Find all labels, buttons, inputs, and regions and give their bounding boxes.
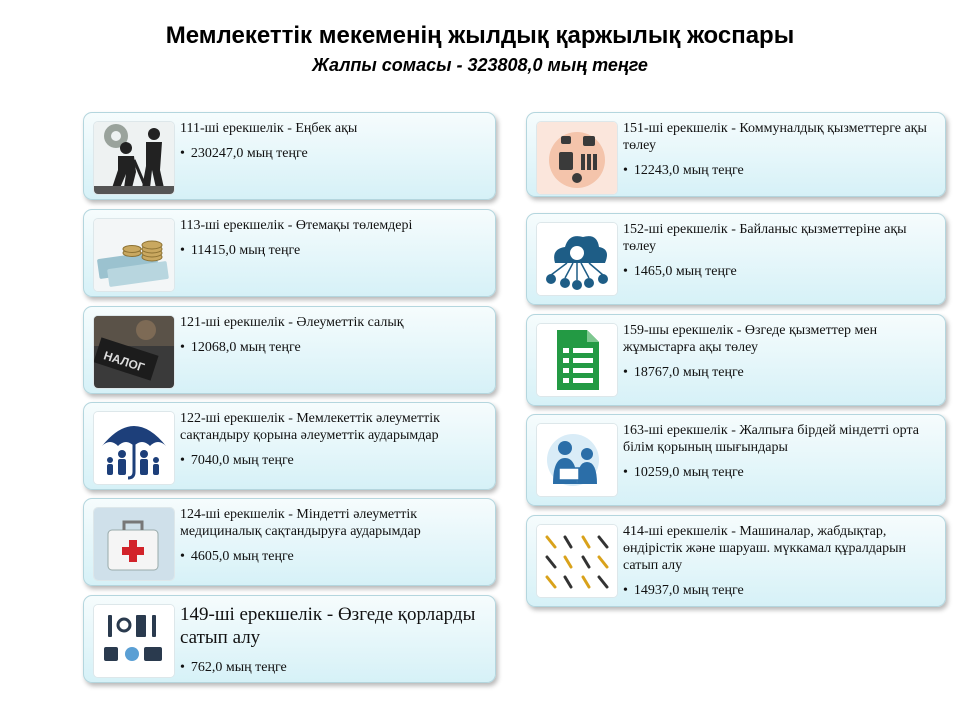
page-subtitle: Жалпы сомасы - 323808,0 мың теңге — [312, 55, 648, 75]
card-amount: •4605,0 мың теңге — [180, 549, 294, 564]
card-amount: •7040,0 мың теңге — [180, 453, 294, 468]
budget-card-122: 122-ші ерекшелік - Мемлекеттік әлеуметті… — [83, 402, 496, 490]
card-title: 124-ші ерекшелік - Міндетті әлеуметтік м… — [180, 507, 421, 539]
card-amount: •12243,0 мың теңге — [623, 163, 744, 178]
card-amount: •762,0 мың теңге — [180, 660, 287, 675]
card-title: 152-ші ерекшелік - Байланыс қызметтеріне… — [623, 222, 907, 254]
card-title: 163-ші ерекшелік - Жалпыға бірдей міндет… — [623, 423, 919, 455]
card-title: 159-шы ерекшелік - Өзгеде қызметтер мен … — [623, 323, 878, 355]
budget-card-151: 151-ші ерекшелік - Коммуналдық қызметтер… — [526, 112, 946, 197]
workers-icon — [93, 121, 175, 195]
budget-card-124: 124-ші ерекшелік - Міндетті әлеуметтік м… — [83, 498, 496, 586]
document-icon — [536, 323, 618, 397]
umbrella-family-icon — [93, 411, 175, 485]
card-title: 113-ші ерекшелік - Өтемақы төлемдері — [180, 218, 413, 233]
medkit-icon — [93, 507, 175, 581]
card-amount: •18767,0 мың теңге — [623, 365, 744, 380]
card-title: 111-ші ерекшелік - Еңбек ақы — [180, 121, 358, 136]
card-title: 122-ші ерекшелік - Мемлекеттік әлеуметті… — [180, 411, 440, 443]
card-title: 149-ші ерекшелік - Өзгеде қорларды сатып… — [180, 604, 476, 648]
budget-card-163: 163-ші ерекшелік - Жалпыға бірдей міндет… — [526, 414, 946, 506]
budget-card-152: 152-ші ерекшелік - Байланыс қызметтеріне… — [526, 213, 946, 305]
tools-icon — [536, 524, 618, 598]
budget-card-159: 159-шы ерекшелік - Өзгеде қызметтер мен … — [526, 314, 946, 406]
card-amount: •10259,0 мың теңге — [623, 465, 744, 480]
card-amount: •1465,0 мың теңге — [623, 264, 737, 279]
card-amount: •14937,0 мың теңге — [623, 583, 744, 598]
card-title: 121-ші ерекшелік - Әлеуметтік салық — [180, 315, 404, 330]
budget-card-121: НАЛОГ 121-ші ерекшелік - Әлеуметтік салы… — [83, 306, 496, 394]
education-icon — [536, 423, 618, 497]
office-tools-icon — [93, 604, 175, 678]
card-amount: •12068,0 мың теңге — [180, 340, 301, 355]
budget-card-414: 414-ші ерекшелік - Машиналар, жабдықтар,… — [526, 515, 946, 607]
card-title: 151-ші ерекшелік - Коммуналдық қызметтер… — [623, 121, 927, 153]
card-amount: •230247,0 мың теңге — [180, 146, 308, 161]
budget-card-149: 149-ші ерекшелік - Өзгеде қорларды сатып… — [83, 595, 496, 683]
tax-icon: НАЛОГ — [93, 315, 175, 389]
budget-card-113: 113-ші ерекшелік - Өтемақы төлемдері •11… — [83, 209, 496, 297]
card-amount: •11415,0 мың теңге — [180, 243, 301, 258]
cloud-network-icon — [536, 222, 618, 296]
page-title: Мемлекеттік мекеменің жылдық қаржылық жо… — [165, 22, 795, 49]
utilities-icon — [536, 121, 618, 195]
budget-card-111: 111-ші ерекшелік - Еңбек ақы •230247,0 м… — [83, 112, 496, 200]
coins-icon — [93, 218, 175, 292]
card-title: 414-ші ерекшелік - Машиналар, жабдықтар,… — [623, 524, 907, 573]
